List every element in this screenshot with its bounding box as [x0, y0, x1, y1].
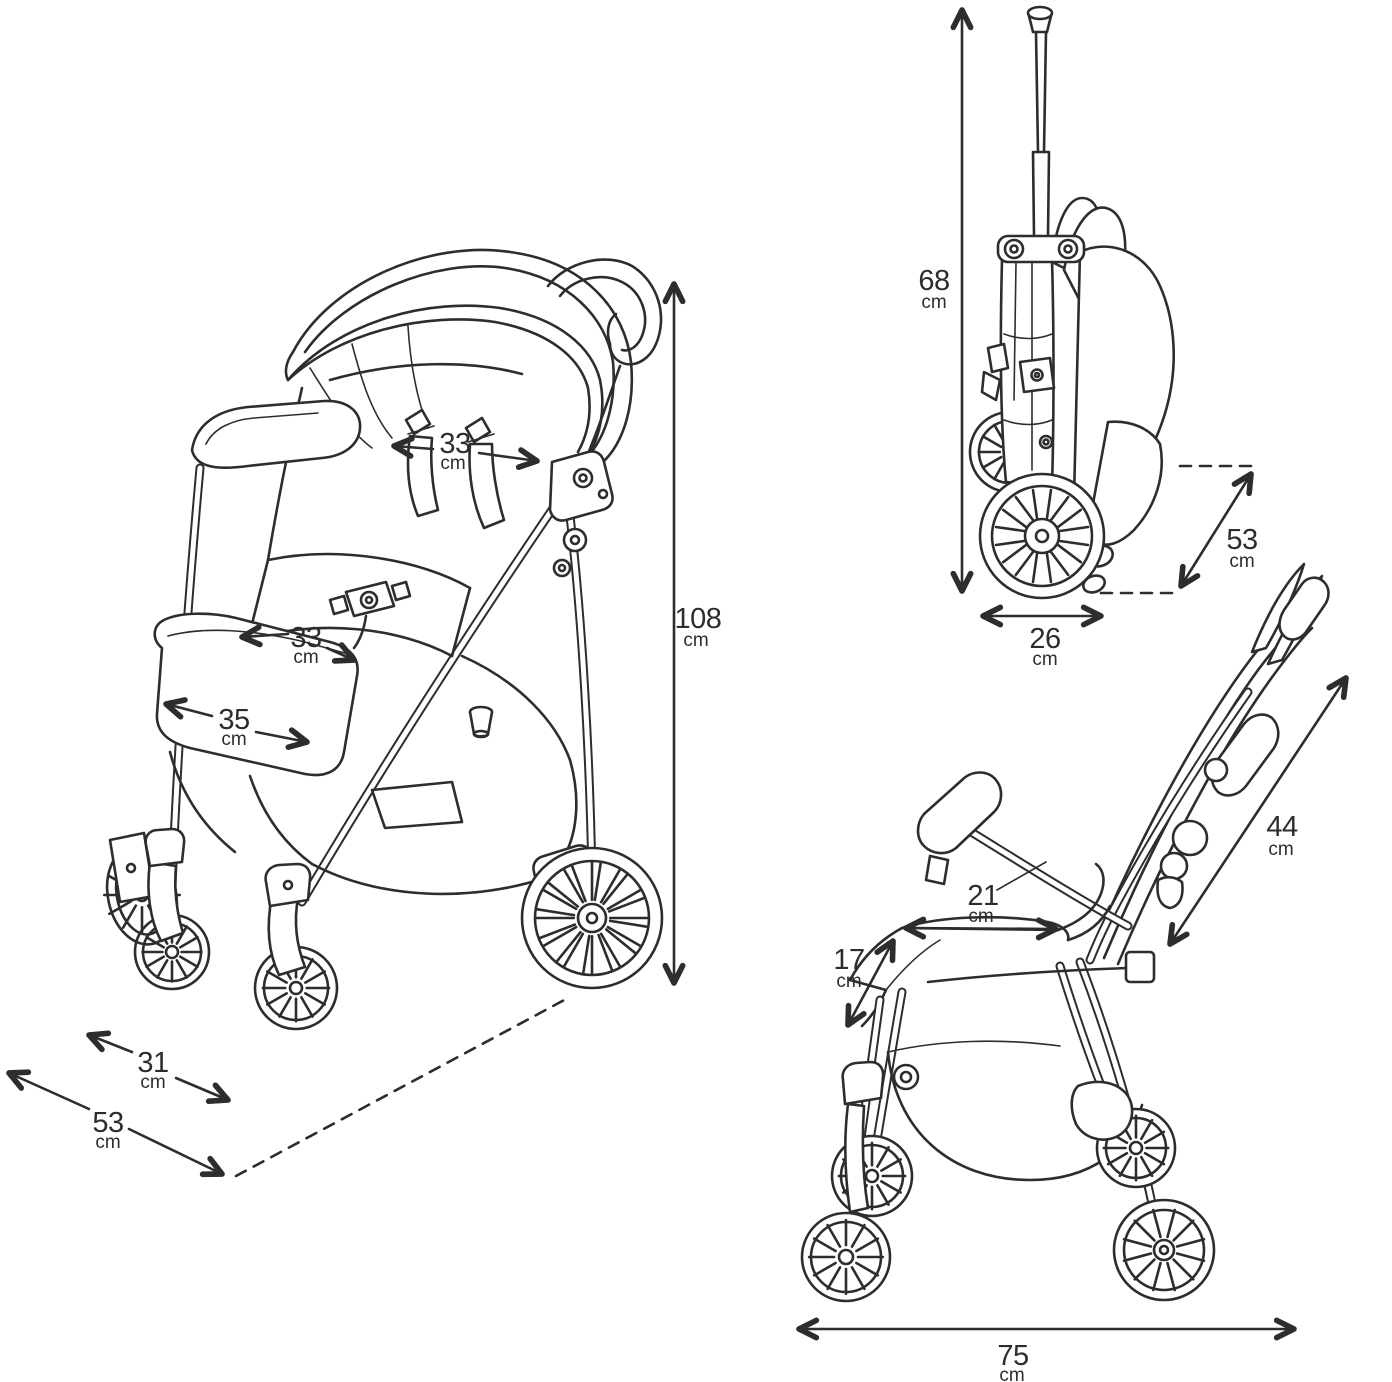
- pull-handle-rod: [1026, 5, 1054, 238]
- dim-side-seat-depth: 21 cm: [903, 861, 1059, 941]
- dim-side-backrest: 44 cm: [1167, 675, 1349, 947]
- dim-open-base-depth-unit: cm: [95, 1132, 120, 1153]
- dim-open-harness-width-value: 33: [439, 428, 470, 460]
- folded-top-bracket: [996, 234, 1086, 264]
- dim-side-footrest: 17 cm: [833, 938, 896, 1028]
- bumper-bar: [190, 399, 362, 469]
- dim-side-backrest-unit: cm: [1268, 839, 1293, 860]
- side-rear-lower-wheel-icon: [1112, 1198, 1216, 1302]
- dim-folded-depth-value: 53: [1226, 524, 1257, 556]
- footrest-panel: [153, 612, 359, 777]
- dim-open-height-unit: cm: [683, 630, 708, 651]
- front-left-wheel-icon: [133, 827, 211, 991]
- dim-open-footrest-width-value: 35: [218, 704, 249, 736]
- dim-open-seat-width-unit: cm: [293, 647, 318, 668]
- dim-side-backrest-value: 44: [1266, 811, 1298, 843]
- rear-right-wheel-icon: [520, 844, 664, 990]
- dim-side-footrest-unit: cm: [836, 971, 861, 992]
- dim-open-front-track-unit: cm: [140, 1072, 165, 1093]
- open-stroller-view: 33 cm 33 cm 35 cm 108 cm 31 cm: [6, 248, 722, 1178]
- dim-open-seat-width: 33 cm: [239, 622, 357, 668]
- dim-folded-depth: 53 cm: [1099, 464, 1259, 595]
- folded-stroller-view: 68 cm 53 cm 26 cm: [918, 5, 1259, 670]
- dim-open-base-depth: 53 cm: [6, 996, 570, 1178]
- dim-open-harness-width-unit: cm: [440, 453, 465, 474]
- dim-folded-width-value: 26: [1029, 623, 1060, 655]
- dim-side-length: 75 cm: [796, 1317, 1297, 1382]
- side-rear-axle-bracket: [1070, 1080, 1134, 1141]
- side-handle-grip: [1278, 576, 1330, 641]
- harness-buckle: [328, 580, 412, 650]
- dim-folded-height: 68 cm: [918, 7, 974, 594]
- dim-folded-height-unit: cm: [921, 292, 946, 313]
- dim-open-front-track-value: 31: [137, 1047, 168, 1079]
- dim-open-seat-width-value: 33: [290, 622, 321, 654]
- side-front-fork-head: [841, 1060, 885, 1106]
- dim-open-footrest-width: 35 cm: [163, 697, 310, 750]
- folded-latches: [980, 342, 1056, 450]
- dim-open-height: 108 cm: [662, 281, 722, 986]
- fold-hinge: [548, 450, 614, 578]
- folded-front-wheel-icon: [978, 472, 1106, 600]
- dim-open-front-track: 31 cm: [86, 1030, 231, 1105]
- dim-side-length-value: 75: [997, 1340, 1028, 1372]
- dim-side-seat-depth-value: 21: [967, 880, 998, 912]
- harness-straps: [404, 408, 506, 530]
- dim-open-footrest-width-unit: cm: [221, 729, 246, 750]
- dim-side-footrest-value: 17: [833, 944, 864, 976]
- push-handle: [546, 258, 663, 470]
- side-armrest-bar: [963, 825, 1133, 931]
- side-bumper: [916, 771, 1003, 886]
- side-view: 44 cm 21 cm 17 cm 75 cm: [796, 562, 1349, 1382]
- basket-mesh: [370, 780, 464, 830]
- dim-folded-width-unit: cm: [1032, 649, 1057, 670]
- side-front-fork: [843, 1102, 870, 1214]
- dim-open-base-depth-value: 53: [92, 1107, 123, 1139]
- dim-side-length-unit: cm: [999, 1365, 1024, 1382]
- front-right-wheel-icon: [253, 862, 339, 1031]
- dim-folded-depth-unit: cm: [1229, 551, 1254, 572]
- side-front-lower-wheel-icon: [800, 1211, 892, 1303]
- dim-open-height-value: 108: [675, 603, 722, 635]
- dim-folded-width: 26 cm: [980, 604, 1104, 670]
- dim-side-seat-depth-unit: cm: [968, 906, 993, 927]
- cup-holder: [468, 705, 494, 739]
- dim-folded-height-value: 68: [918, 265, 949, 297]
- dim-open-harness-width: 33 cm: [391, 428, 540, 474]
